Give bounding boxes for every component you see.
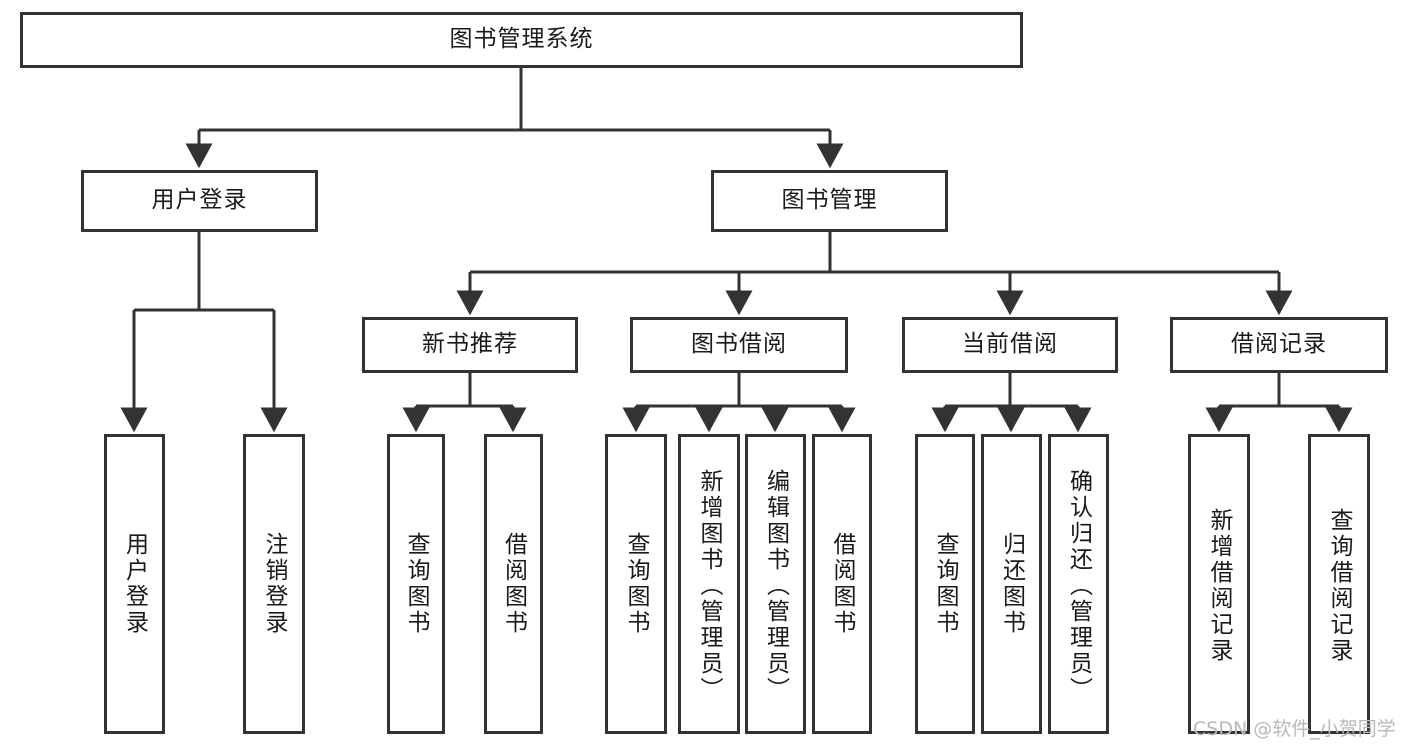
node-borrow-records-label: 借阅记录 — [1231, 331, 1327, 358]
node-leaf-confirm-return-admin[interactable]: 确认归还（管理员） — [1048, 434, 1109, 734]
node-leaf-label: 确认归还（管理员） — [1065, 469, 1092, 703]
node-leaf-label: 注销登录 — [261, 532, 288, 636]
node-leaf-query-borrow-record[interactable]: 查询借阅记录 — [1308, 434, 1370, 734]
node-leaf-add-borrow-record[interactable]: 新增借阅记录 — [1188, 434, 1250, 734]
node-leaf-label: 编辑图书（管理员） — [762, 469, 789, 703]
node-leaf-label: 新增借阅记录 — [1206, 508, 1233, 664]
node-user-login[interactable]: 用户登录 — [81, 170, 318, 232]
node-book-borrow[interactable]: 图书借阅 — [630, 317, 848, 373]
node-leaf-label: 用户登录 — [121, 532, 148, 636]
node-new-book-recommend[interactable]: 新书推荐 — [362, 317, 578, 373]
node-borrow-records[interactable]: 借阅记录 — [1170, 317, 1388, 373]
node-new-book-recommend-label: 新书推荐 — [422, 331, 518, 358]
node-leaf-logout[interactable]: 注销登录 — [243, 434, 305, 734]
node-current-borrow[interactable]: 当前借阅 — [902, 317, 1118, 373]
node-book-borrow-label: 图书借阅 — [691, 331, 787, 358]
node-current-borrow-label: 当前借阅 — [962, 331, 1058, 358]
node-leaf-query-book-current[interactable]: 查询图书 — [915, 434, 975, 734]
node-book-management-label: 图书管理 — [781, 187, 878, 214]
node-leaf-add-book-admin[interactable]: 新增图书（管理员） — [678, 434, 740, 734]
node-leaf-label: 查询图书 — [403, 532, 430, 636]
node-leaf-query-book-recommend[interactable]: 查询图书 — [387, 434, 445, 734]
node-root-label: 图书管理系统 — [449, 26, 594, 53]
node-user-login-label: 用户登录 — [151, 187, 248, 214]
node-leaf-return-book[interactable]: 归还图书 — [981, 434, 1042, 734]
node-leaf-label: 新增图书（管理员） — [696, 469, 723, 703]
node-leaf-label: 借阅图书 — [829, 532, 856, 636]
node-leaf-borrow-book[interactable]: 借阅图书 — [812, 434, 872, 734]
node-leaf-label: 查询图书 — [623, 532, 650, 636]
node-leaf-label: 查询图书 — [932, 532, 959, 636]
node-leaf-borrow-book-recommend[interactable]: 借阅图书 — [484, 434, 543, 734]
node-leaf-label: 查询借阅记录 — [1326, 508, 1353, 664]
node-book-management[interactable]: 图书管理 — [711, 170, 948, 232]
node-leaf-user-login[interactable]: 用户登录 — [104, 434, 165, 734]
watermark-text: CSDN @软件_小贺同学 — [1193, 718, 1396, 740]
node-leaf-label: 借阅图书 — [500, 532, 527, 636]
node-root-system[interactable]: 图书管理系统 — [20, 12, 1023, 68]
node-leaf-label: 归还图书 — [998, 532, 1025, 636]
node-leaf-edit-book-admin[interactable]: 编辑图书（管理员） — [745, 434, 806, 734]
node-leaf-query-book-borrow[interactable]: 查询图书 — [605, 434, 667, 734]
